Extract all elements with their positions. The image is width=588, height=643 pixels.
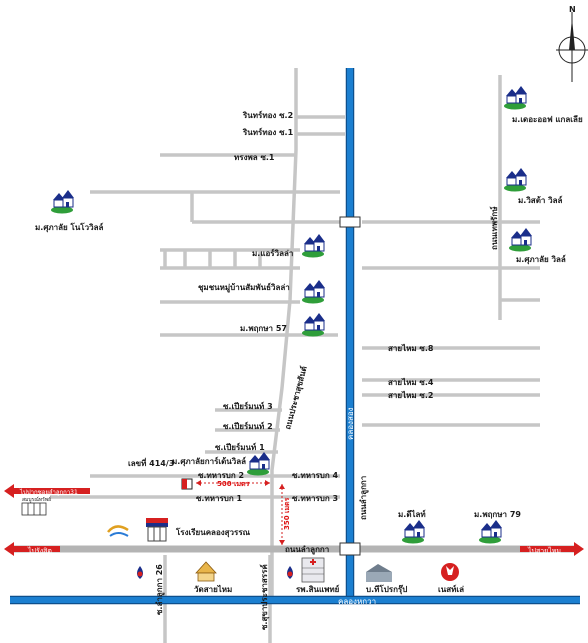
label-saimai4: สายไหม ซ.4 <box>388 377 434 387</box>
label-prueksa2: ซ.เปียร์มนท์ 2 <box>223 421 273 431</box>
label-canal-vertical: คลองสอง <box>346 407 355 440</box>
label-wat-saimai: วัดสายไหม <box>194 584 232 594</box>
school-logo-icon <box>107 525 129 537</box>
label-m-phruksa57: ม.พฤกษา 57 <box>240 324 287 333</box>
label-m-sukalai-nova: ม.ศุภาลัย โนโววิลล์ <box>35 222 103 233</box>
label-prueksa3: ซ.เปียร์มนท์ 3 <box>223 401 273 411</box>
label-songphon1: ทรงพล ซ.1 <box>234 153 275 162</box>
label-small-sign: สมบูรณ์ทรัพย์ <box>22 496 51 503</box>
label-canal-bottom: คลองหกวา <box>338 597 376 606</box>
nestle-logo-icon <box>441 563 459 581</box>
arrow-to-lumlukka31 <box>4 484 90 498</box>
school-building-icon <box>146 518 168 542</box>
distance-500-indicator <box>196 480 270 486</box>
label-school: โรงเรียนคลองสุวรรณ <box>175 527 251 538</box>
house-icon <box>301 279 326 304</box>
lot-marker-icon <box>181 478 193 490</box>
label-m-visita: ม.วิสต้า วิลล์ <box>518 195 563 205</box>
house-icon <box>50 189 75 214</box>
label-dist-500: 500 เมตร <box>217 480 250 488</box>
label-thahanbok4: ซ.ทหารบก 4 <box>292 471 339 480</box>
label-m-grand: ม.เดอะออฟ แกลเลีย <box>512 114 583 124</box>
gas-station-icon <box>137 566 143 579</box>
label-thahanbok1: ซ.ทหารบก 1 <box>196 494 243 503</box>
label-hypermarket: บ.ทีโปรกรุ๊ป <box>366 584 407 595</box>
house-icon <box>401 519 426 544</box>
label-road-bottom-mid: ซ.สุขาประชาสรรค์ <box>259 564 270 630</box>
house-icon <box>478 519 503 544</box>
label-m-delight: ม.ดีไลท์ <box>398 509 426 519</box>
warehouse-icon <box>366 564 392 582</box>
arrow-to-saimai <box>520 542 584 556</box>
label-dist-350: 350 เมตร <box>283 497 291 530</box>
label-hospital: รพ.สินแพทย์ <box>296 584 340 594</box>
bridge-icon <box>339 542 361 556</box>
label-m-sukalai-garden: ม.ศุภาลัยการ์เด้นวิลล์ <box>172 456 246 467</box>
label-inthong2: รินทร์ทอง ซ.2 <box>242 110 293 120</box>
label-road-far-right: ถนนเทพรักษ์ <box>489 206 499 250</box>
gas-station-icon <box>287 566 293 579</box>
north-compass-icon: N <box>556 5 588 82</box>
label-main-road: ถนนลำลูกกา <box>285 545 329 555</box>
label-chumchon: ชุมชนหมู่บ้านสัมพันธ์วิลล่า <box>198 282 290 293</box>
canals <box>10 68 580 605</box>
label-thahanbok2: ซ.ทหารบก 2 <box>198 471 244 480</box>
label-lot-number: เลขที่ 414/3 <box>128 457 174 468</box>
house-icon <box>508 227 533 252</box>
label-to-rangsit: ไปรังสิต <box>27 546 52 555</box>
label-road-bottom-left: ซ.ลำลูกกา 26 <box>155 564 165 615</box>
house-icon <box>301 233 326 258</box>
label-saimai8: สายไหม ซ.8 <box>388 343 434 353</box>
label-inthong1: รินทร์ทอง ซ.1 <box>242 127 293 137</box>
label-m-aeroville: ม.แอร์วิลล่า <box>252 248 293 258</box>
house-icon <box>246 451 271 476</box>
distance-350-indicator <box>279 484 285 545</box>
label-m-phruksa79: ม.พฤกษา 79 <box>474 510 521 519</box>
house-icon <box>503 167 528 192</box>
label-to-saimai: ไปสายไหม <box>527 546 561 555</box>
label-nestle: เนสท์เล่ <box>438 584 464 594</box>
bridge-icon <box>339 216 361 228</box>
compass-north-label: N <box>569 5 576 14</box>
minor-roads <box>50 68 540 643</box>
label-road-vertical-left: ถนนประชาสุขสันต์ <box>282 365 310 431</box>
arrow-to-rangsit <box>4 542 60 556</box>
sign-icon <box>21 502 47 516</box>
temple-icon <box>195 561 217 582</box>
house-icon <box>301 312 326 337</box>
label-road-vertical-right: ถนนลำลูกกา <box>359 476 369 520</box>
label-m-sukalai-ville: ม.ศุภาลัย วิลล์ <box>516 254 566 265</box>
house-icon <box>503 85 528 110</box>
hospital-icon <box>301 557 325 583</box>
label-to-lumlukka31: ไปปากซอยลำลูกกา31 <box>19 488 78 496</box>
label-thahanbok3: ซ.ทหารบก 3 <box>292 494 338 503</box>
label-saimai2: สายไหม ซ.2 <box>388 390 433 400</box>
label-prueksa1: ซ.เปียร์มนท์ 1 <box>215 442 265 452</box>
